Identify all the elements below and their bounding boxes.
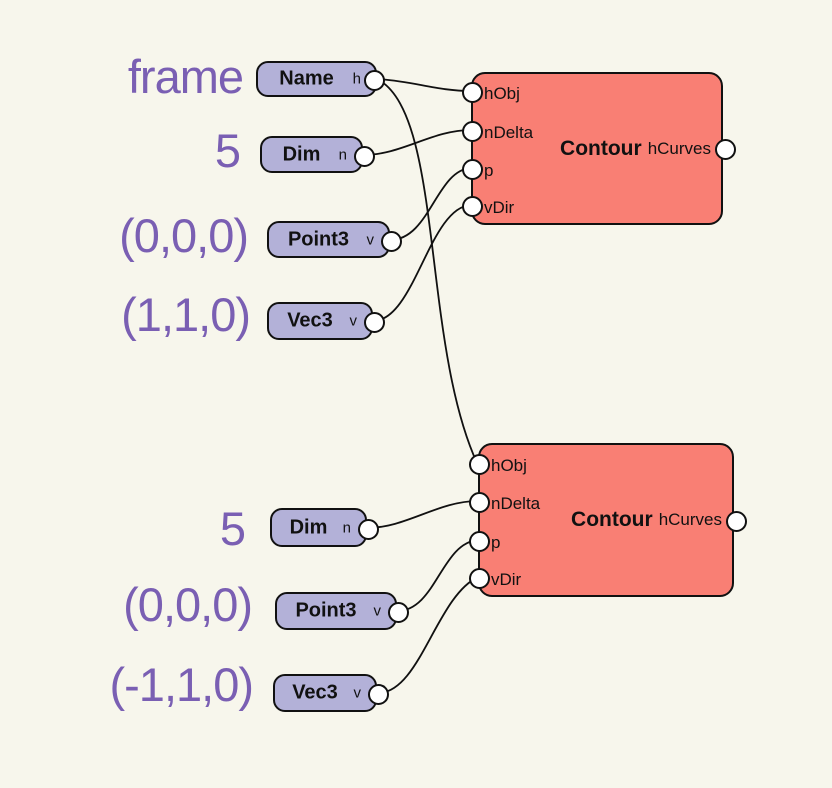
wire-point31-to-contour1-p[interactable] bbox=[389, 167, 472, 241]
node-point31-title: Point3 bbox=[287, 228, 350, 250]
contour1-input-label-ndelta: nDelta bbox=[484, 123, 534, 142]
contour1-input-label-p: p bbox=[484, 161, 494, 180]
node-contour-2[interactable]: hObj nDelta p vDir Contour hCurves bbox=[469, 443, 747, 597]
wire-dim1-to-contour1-ndelta[interactable] bbox=[362, 129, 472, 156]
port-dim1-n-output[interactable] bbox=[354, 146, 375, 167]
value-label-vec3-1[interactable]: (1,1,0) bbox=[121, 288, 251, 341]
value-label-dim2[interactable]: 5 bbox=[219, 502, 246, 555]
node-vec31-title: Vec3 bbox=[287, 309, 333, 332]
node-vec32-title: Vec3 bbox=[292, 681, 338, 704]
port-vec31-v-output[interactable] bbox=[364, 312, 385, 333]
node-dim1-port-label: n bbox=[338, 146, 347, 163]
wire-vec32-to-contour2-vdir[interactable] bbox=[377, 576, 479, 694]
node-dim2-port-label: n bbox=[342, 519, 351, 536]
node-vec3-2[interactable]: Vec3 v bbox=[273, 674, 389, 712]
contour1-input-label-hobj: hObj bbox=[484, 84, 520, 103]
node-vec31-port-label: v bbox=[349, 312, 358, 330]
node-name-title: Name bbox=[279, 67, 334, 90]
wire-name-to-contour2-hobj[interactable] bbox=[376, 78, 478, 464]
node-vec32-port-label: v bbox=[353, 684, 362, 702]
node-point31-port-label: v bbox=[366, 231, 375, 248]
node-name-port-label: h bbox=[352, 70, 361, 88]
node-vec3-1[interactable]: Vec3 v bbox=[267, 302, 385, 340]
node-point32-port-label: v bbox=[373, 602, 382, 620]
node-point3-1[interactable]: Point3 v bbox=[267, 221, 402, 258]
port-contour1-p-input[interactable] bbox=[462, 159, 483, 180]
contour2-input-label-hobj: hObj bbox=[491, 456, 527, 475]
contour1-title: Contour bbox=[560, 136, 642, 160]
wire-dim2-to-contour2-ndelta[interactable] bbox=[366, 500, 479, 529]
wire-point32-to-contour2-p[interactable] bbox=[396, 539, 479, 612]
port-name-h-output[interactable] bbox=[364, 70, 385, 91]
port-contour2-p-input[interactable] bbox=[469, 531, 490, 552]
wire-name-to-contour1-hobj[interactable] bbox=[376, 78, 472, 92]
contour2-output-label: hCurves bbox=[658, 510, 722, 529]
value-label-vec3-2[interactable]: (-1,1,0) bbox=[109, 658, 255, 711]
value-label-point3-2[interactable]: (0,0,0) bbox=[123, 578, 253, 631]
node-dim-1[interactable]: Dim n bbox=[260, 136, 375, 173]
value-label-dim1[interactable]: 5 bbox=[214, 124, 241, 177]
port-contour2-vdir-input[interactable] bbox=[469, 568, 490, 589]
port-contour1-hobj-input[interactable] bbox=[462, 82, 483, 103]
node-dim-2[interactable]: Dim n bbox=[270, 508, 379, 547]
port-contour1-vdir-input[interactable] bbox=[462, 196, 483, 217]
node-contour-1[interactable]: hObj nDelta p vDir Contour hCurves bbox=[462, 72, 736, 225]
node-point3-2[interactable]: Point3 v bbox=[275, 592, 409, 630]
port-dim2-n-output[interactable] bbox=[358, 519, 379, 540]
contour1-output-label: hCurves bbox=[647, 138, 711, 158]
value-label-frame[interactable]: frame bbox=[127, 50, 244, 103]
value-label-point3-1[interactable]: (0,0,0) bbox=[119, 209, 249, 262]
port-contour2-ndelta-input[interactable] bbox=[469, 492, 490, 513]
port-contour1-ndelta-input[interactable] bbox=[462, 121, 483, 142]
node-dim1-title: Dim bbox=[282, 143, 321, 165]
port-point32-v-output[interactable] bbox=[388, 602, 409, 623]
contour2-title: Contour bbox=[571, 508, 653, 531]
port-contour1-hcurves-output[interactable] bbox=[715, 139, 736, 160]
port-vec32-v-output[interactable] bbox=[368, 684, 389, 705]
port-contour2-hobj-input[interactable] bbox=[469, 454, 490, 475]
contour2-input-label-vdir: vDir bbox=[491, 570, 522, 589]
port-point31-v-output[interactable] bbox=[381, 231, 402, 252]
wire-vec31-to-contour1-vdir[interactable] bbox=[372, 204, 472, 322]
contour2-input-label-ndelta: nDelta bbox=[491, 494, 541, 513]
port-contour2-hcurves-output[interactable] bbox=[726, 511, 747, 532]
node-point32-title: Point3 bbox=[295, 599, 357, 622]
contour1-input-label-vdir: vDir bbox=[484, 198, 515, 217]
node-dim2-title: Dim bbox=[289, 516, 328, 538]
contour2-input-label-p: p bbox=[491, 533, 501, 552]
node-name[interactable]: Name h bbox=[256, 61, 385, 97]
